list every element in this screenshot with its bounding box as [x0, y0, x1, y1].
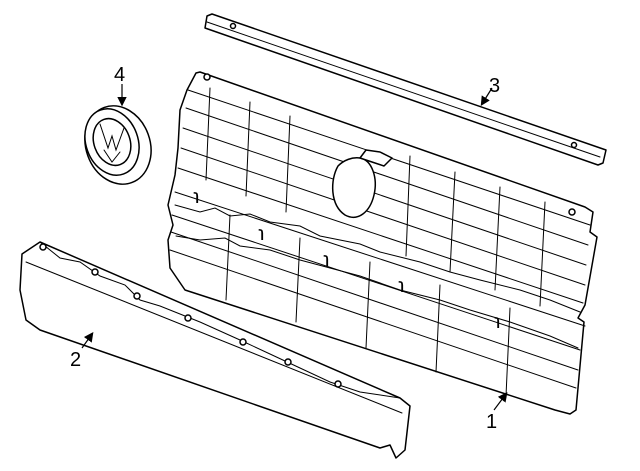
callout-leaders — [81, 84, 508, 411]
callout-2: 2 — [70, 349, 81, 371]
svg-text:℩: ℩ — [323, 249, 330, 271]
svg-text:℩: ℩ — [494, 311, 501, 333]
callout-1: 1 — [486, 411, 497, 433]
callout-3: 3 — [489, 75, 500, 97]
svg-text:℩: ℩ — [258, 223, 265, 245]
emblem — [84, 105, 152, 185]
lower-molding — [19, 241, 411, 459]
upper-trim-strip — [204, 13, 607, 166]
callout-4: 4 — [114, 64, 125, 86]
svg-text:℩: ℩ — [193, 186, 200, 208]
grille-body: ℩ ℩ ℩ ℩ ℩ — [167, 71, 598, 415]
svg-text:℩: ℩ — [398, 275, 405, 297]
